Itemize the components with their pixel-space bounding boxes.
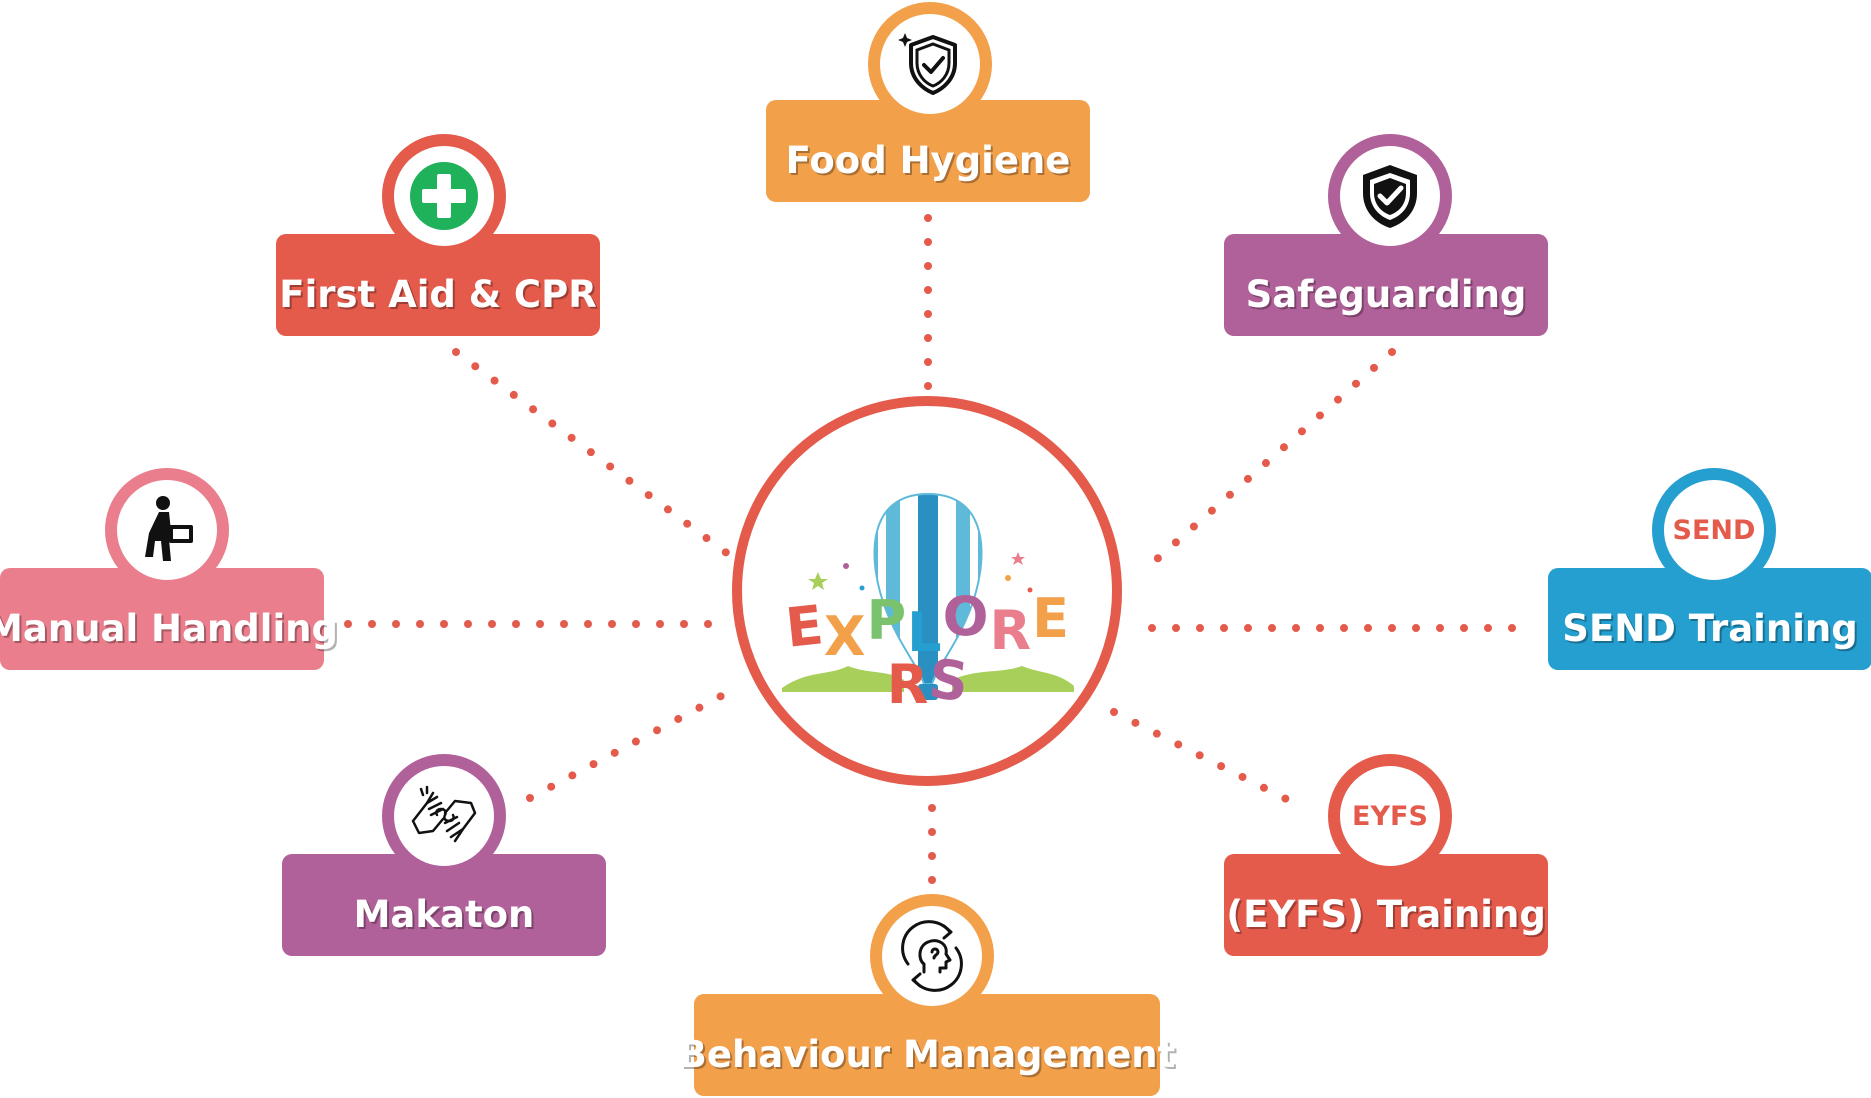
logo-letter: R <box>989 599 1033 662</box>
first-aid-badge <box>382 134 506 258</box>
logo-letter: R <box>886 653 930 716</box>
shield-check-icon <box>1363 165 1417 228</box>
send-badge: SEND <box>1652 468 1776 592</box>
medical-cross-icon <box>410 162 478 230</box>
node-label: Food Hygiene <box>785 138 1071 182</box>
logo-letter: E <box>1032 587 1070 650</box>
shield-check-sparkle-icon <box>898 33 957 95</box>
logo-letter: S <box>926 647 973 714</box>
connector-safeguarding <box>1136 348 1396 578</box>
explorers-logo: EXPLORERS <box>768 470 1088 714</box>
hot-air-balloon-icon <box>782 492 1074 700</box>
node-eyfs-training: (EYFS) Training <box>1224 854 1548 956</box>
node-label: (EYFS) Training <box>1226 892 1546 936</box>
node-behaviour-management: Behaviour Management <box>679 994 1175 1096</box>
sign-language-hands-icon <box>411 785 477 843</box>
connector-first-aid <box>452 348 732 558</box>
node-label: SEND Training <box>1562 606 1858 650</box>
logo-letter: P <box>866 589 908 652</box>
eyfs-badge: EYFS <box>1328 754 1452 878</box>
person-lifting-box-icon <box>145 496 193 561</box>
connector-makaton <box>526 682 744 802</box>
eyfs-badge-text: EYFS <box>1352 800 1428 832</box>
makaton-badge <box>382 754 506 878</box>
node-label: Manual Handling <box>0 606 338 650</box>
logo-letter: E <box>782 593 828 660</box>
node-label: Behaviour Management <box>678 1032 1176 1076</box>
logo-letter: O <box>942 585 990 648</box>
send-badge-text: SEND <box>1672 514 1756 546</box>
node-send-training: SEND Training <box>1548 568 1871 670</box>
food-hygiene-badge <box>868 2 992 126</box>
safeguarding-badge <box>1328 134 1452 258</box>
logo-letter: X <box>823 605 867 668</box>
connector-eyfs <box>1110 708 1304 810</box>
node-label: Makaton <box>353 892 535 936</box>
explorers-wordmark: EXPLORERS <box>768 590 1088 714</box>
behaviour-badge <box>870 894 994 1018</box>
node-label: Safeguarding <box>1245 272 1527 316</box>
head-cycle-icon <box>901 920 963 992</box>
logo-letter: L <box>907 601 943 664</box>
node-label: First Aid & CPR <box>279 272 597 316</box>
manual-handling-badge <box>105 468 229 592</box>
